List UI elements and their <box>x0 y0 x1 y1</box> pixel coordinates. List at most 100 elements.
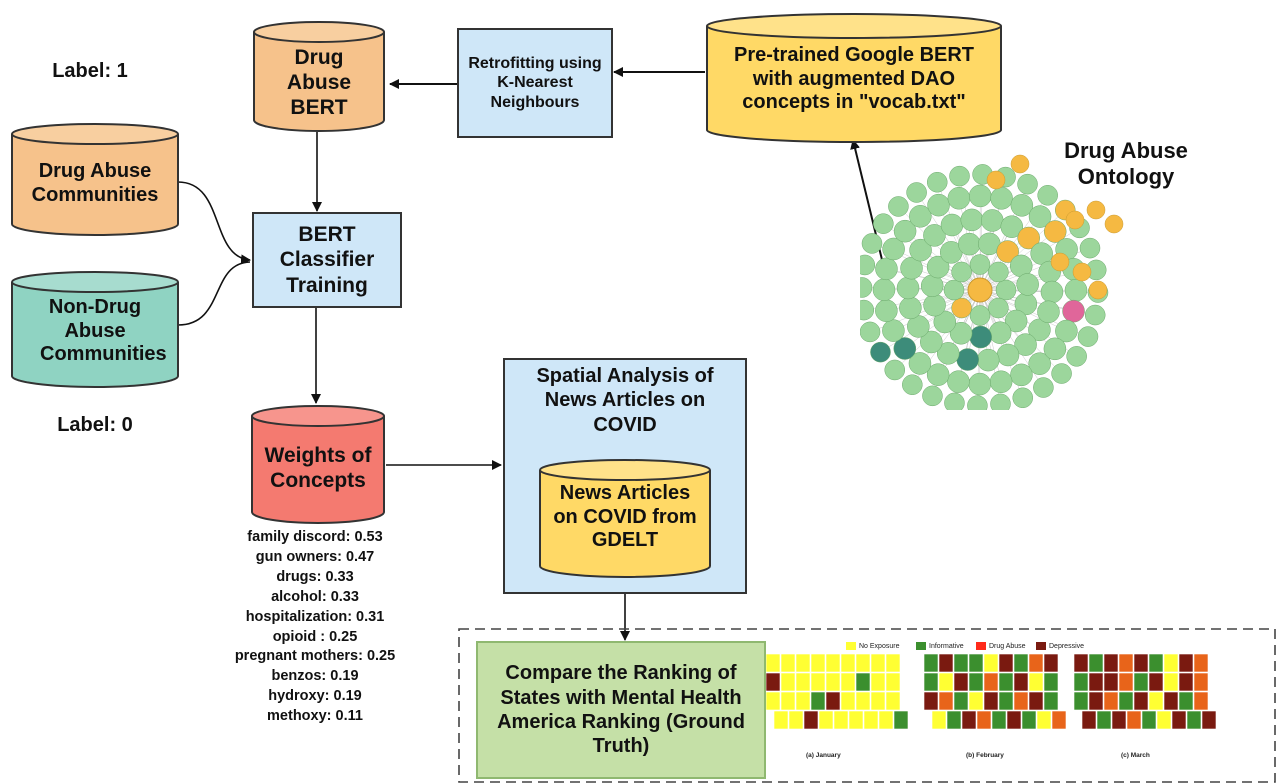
map-state-cell <box>1021 710 1037 730</box>
cylinder-news-articles: News Articles on COVID from GDELT <box>538 458 712 580</box>
ontology-node <box>900 256 923 280</box>
ontology-node <box>906 182 927 203</box>
map-state-cell <box>1043 691 1059 711</box>
map-state-cell <box>780 672 796 692</box>
ontology-node <box>927 193 950 217</box>
map-state-cell <box>870 691 886 711</box>
ontology-node <box>909 205 932 228</box>
ontology-node <box>951 261 972 283</box>
map-state-cell <box>961 710 977 730</box>
map-state-cell <box>1118 691 1134 711</box>
box-compare-ranking: Compare the Ranking of States with Menta… <box>476 641 766 779</box>
ontology-node <box>956 348 979 371</box>
ontology-node <box>926 255 950 279</box>
map-state-cell <box>1163 691 1179 711</box>
map-state-cell <box>885 672 901 692</box>
map-state-cell <box>1088 672 1104 692</box>
map-state-cell <box>938 653 954 673</box>
ontology-node <box>947 186 971 210</box>
map-state-cell <box>766 691 781 711</box>
map-state-cell <box>855 653 871 673</box>
map-state-cell <box>878 710 894 730</box>
cylinder-shape <box>706 13 1002 143</box>
map-state-cell <box>885 653 901 673</box>
map-state-cell <box>818 710 834 730</box>
ontology-node <box>1084 304 1106 326</box>
map-state-cell <box>938 691 954 711</box>
ontology-node <box>986 170 1006 190</box>
box-retrofitting: Retrofitting using K-Nearest Neighbours <box>457 28 613 138</box>
ontology-node <box>1017 173 1038 195</box>
map-state-cell <box>1148 672 1164 692</box>
ontology-node <box>1065 210 1085 230</box>
dashed-evaluation-region <box>458 628 1276 783</box>
map-state-cell <box>1186 710 1202 730</box>
map-state-cell <box>840 672 856 692</box>
map-state-cell <box>1028 653 1044 673</box>
map-state-cell <box>1148 653 1164 673</box>
ontology-node <box>882 319 905 342</box>
ontology-node <box>988 297 1009 319</box>
ontology-node <box>875 299 898 322</box>
map-panel: No Exposure Informative Drug Abuse Depre… <box>766 640 1236 775</box>
ontology-node <box>920 330 943 354</box>
cylinder-label: Drug Abuse Communities <box>31 160 159 206</box>
map-state-cell <box>863 710 879 730</box>
us-maps <box>766 653 1217 730</box>
map-state-cell <box>780 653 796 673</box>
ontology-node <box>902 374 923 395</box>
map-state-cell <box>1193 672 1209 692</box>
map-state-cell <box>855 691 871 711</box>
ontology-node <box>1010 194 1034 217</box>
map-state-cell <box>938 672 954 692</box>
legend-no-exposure: No Exposure <box>846 642 899 650</box>
map-state-cell <box>833 710 849 730</box>
map-state-cell <box>1073 653 1089 673</box>
ontology-node <box>860 254 876 276</box>
ontology-node <box>968 372 992 396</box>
ontology-node <box>936 342 960 365</box>
map-state-cell <box>780 691 796 711</box>
map-state-cell <box>1028 672 1044 692</box>
ontology-node <box>949 165 970 187</box>
map-state-cell <box>795 672 811 692</box>
box-bert-classifier-label: BERT Classifier Training <box>279 223 375 297</box>
ontology-node <box>996 240 1019 263</box>
ontology-node <box>1066 346 1087 367</box>
map-state-cell <box>1193 691 1209 711</box>
ontology-node <box>933 310 957 334</box>
ontology-node <box>860 321 881 343</box>
ontology-node <box>909 238 932 262</box>
cylinder-pretrained-bert: Pre-trained Google BERT with augmented D… <box>705 12 1003 144</box>
map-state-cell <box>991 710 1007 730</box>
map-state-cell <box>1118 672 1134 692</box>
map-state-cell <box>923 653 939 673</box>
ontology-node <box>940 213 964 237</box>
map-state-cell <box>810 672 826 692</box>
map-state-cell <box>1013 653 1029 673</box>
map-state-cell <box>968 672 984 692</box>
map-state-cell <box>1148 691 1164 711</box>
map-state-cell <box>773 710 789 730</box>
cylinder-shape <box>253 21 385 132</box>
box-compare-ranking-label: Compare the Ranking of States with Menta… <box>497 662 745 758</box>
map-caption-february: (b) February <box>966 752 1004 759</box>
ontology-node <box>960 208 984 232</box>
legend-informative: Informative <box>916 642 964 650</box>
map-state-cell <box>825 653 841 673</box>
ontology-node <box>882 237 905 261</box>
ontology-node <box>995 279 1017 301</box>
map-state-cell <box>983 672 999 692</box>
map-state-cell <box>803 710 819 730</box>
legend-depressive: Depressive <box>1036 642 1084 650</box>
map-state-cell <box>1178 672 1194 692</box>
ontology-node <box>944 392 965 410</box>
ontology-node <box>1028 318 1051 342</box>
map-state-cell <box>1171 710 1187 730</box>
cylinder-weights-of-concepts: Weights of Concepts <box>250 404 386 526</box>
map-state-cell <box>1096 710 1112 730</box>
cylinder-shape <box>539 459 711 578</box>
ontology-title: Drug Abuse Ontology <box>1064 138 1188 190</box>
ontology-node <box>949 321 973 345</box>
ontology-node <box>1016 273 1039 296</box>
